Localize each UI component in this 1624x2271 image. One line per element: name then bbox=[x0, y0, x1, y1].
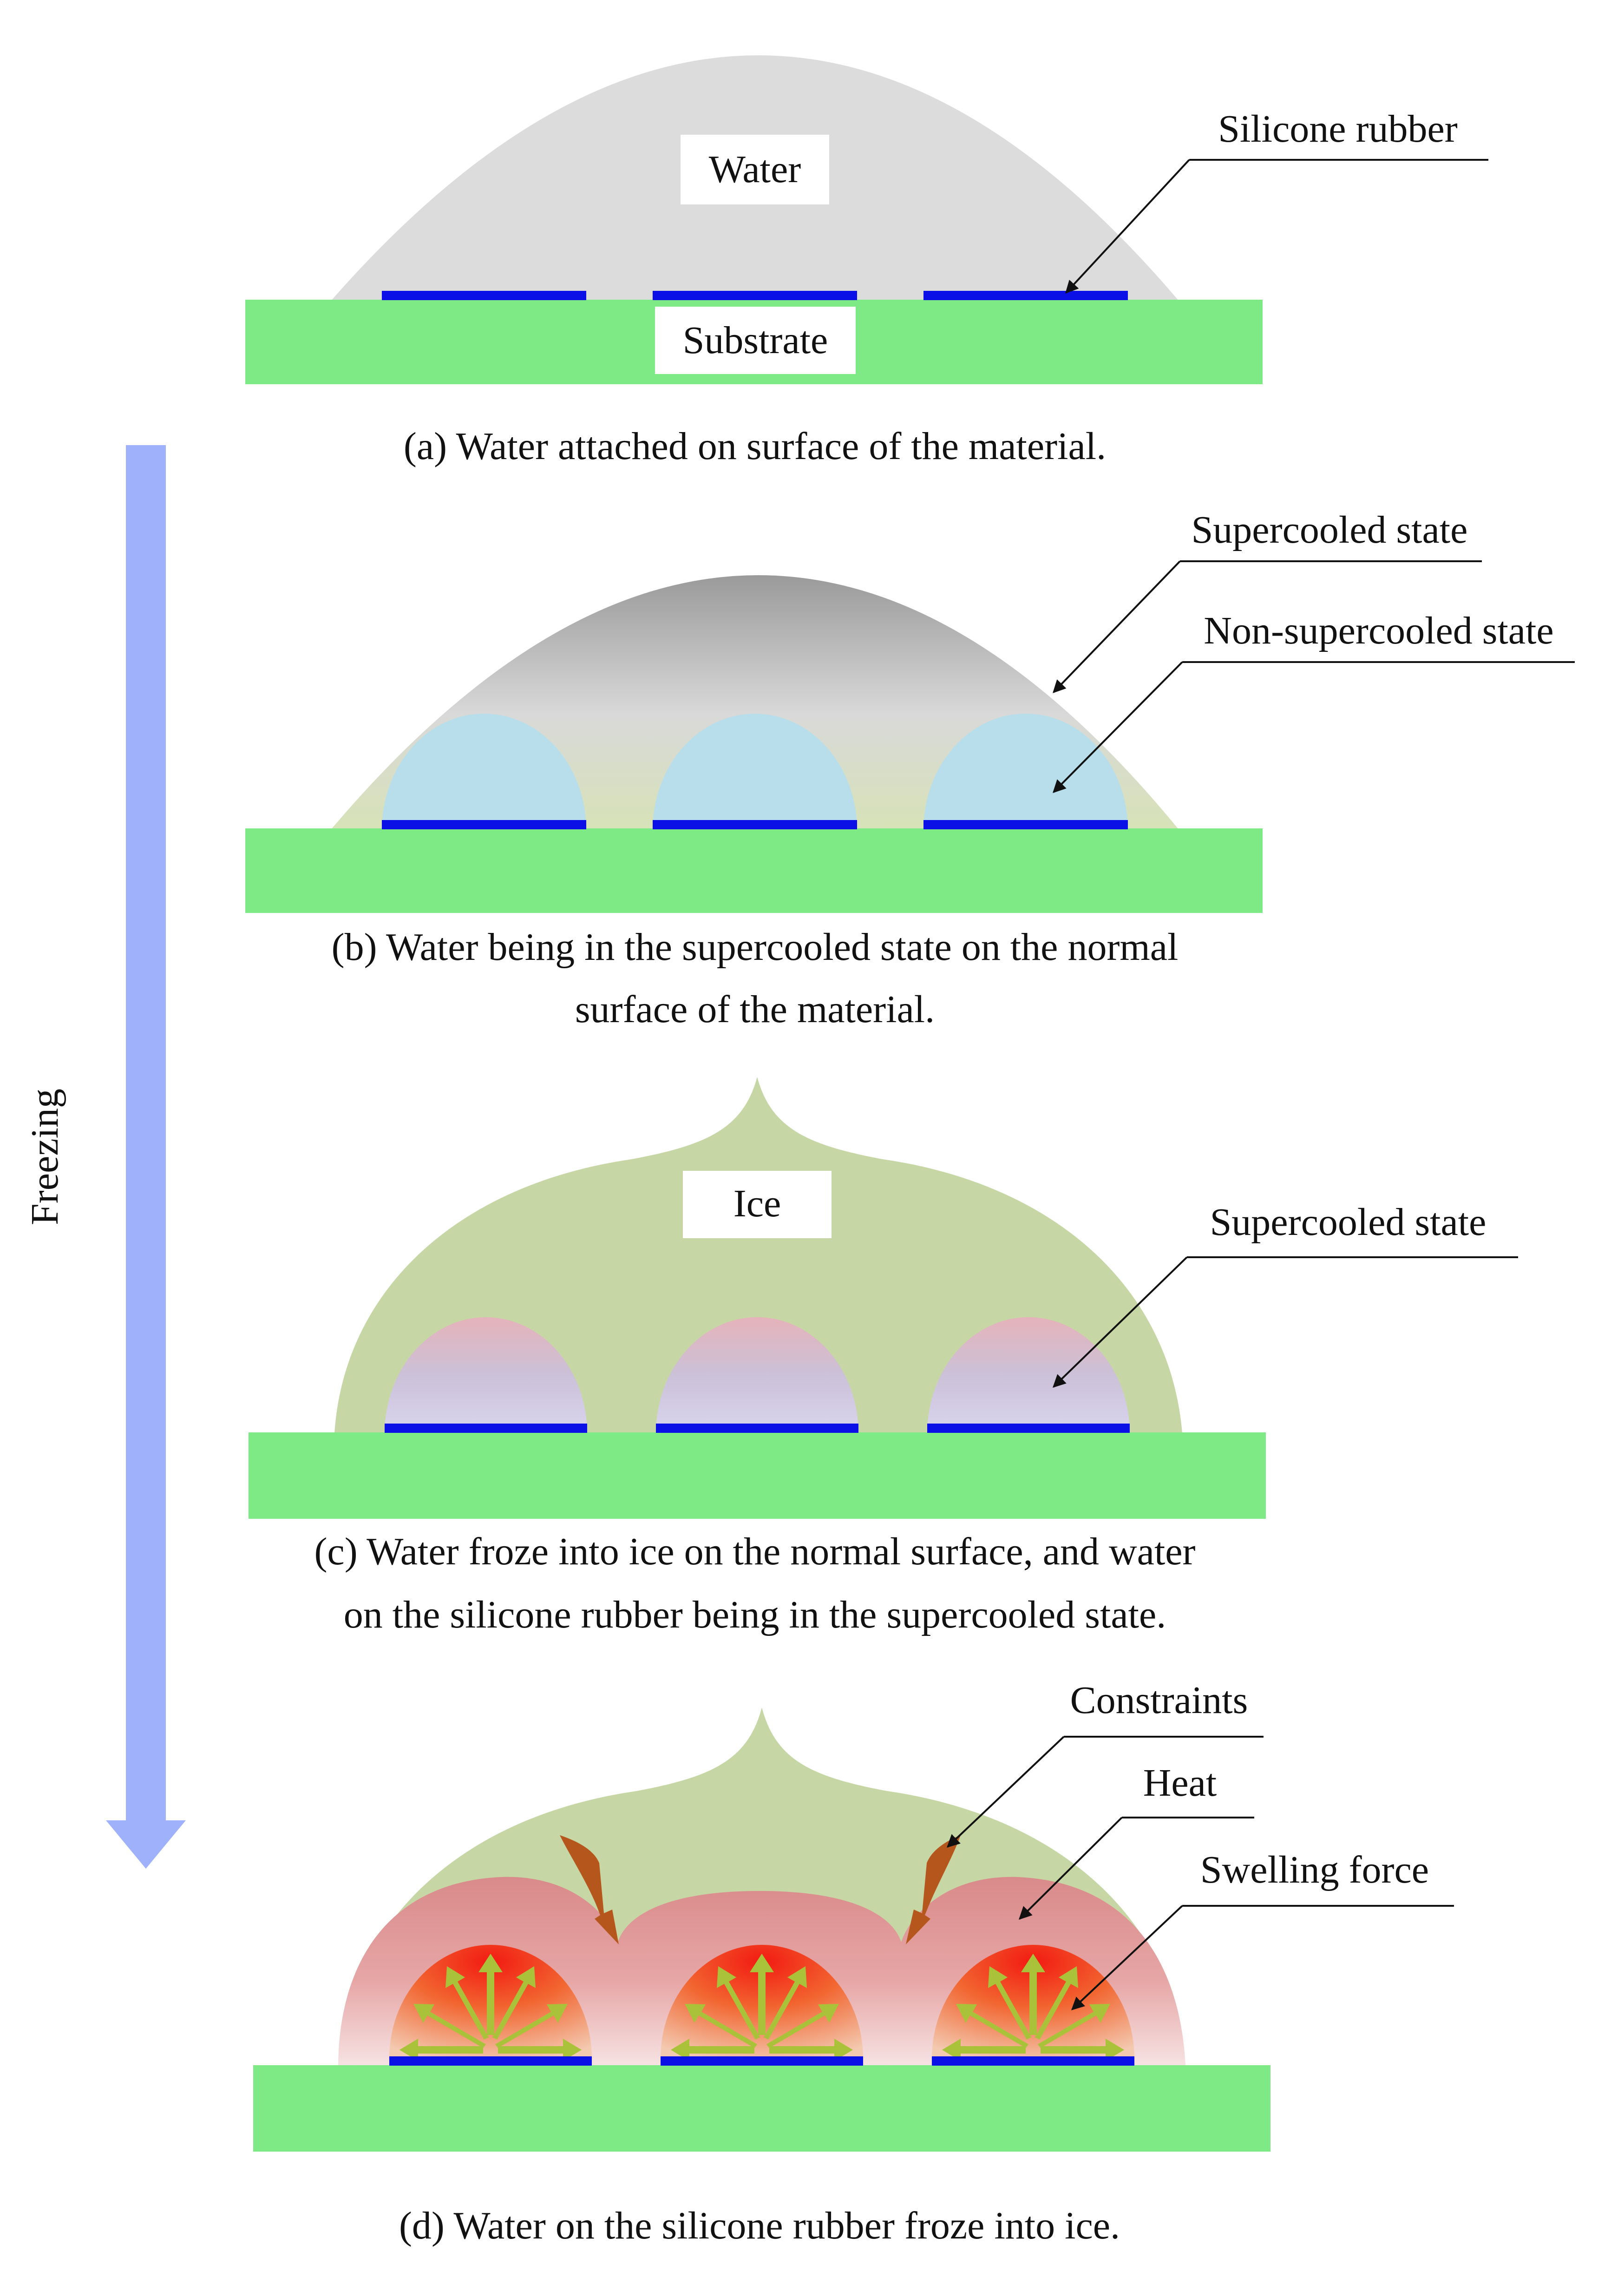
swelling-arrow bbox=[399, 2039, 483, 2061]
swelling-arrow bbox=[717, 1966, 760, 2040]
freezing-label: Freezing bbox=[23, 1089, 66, 1225]
swelling-arrow bbox=[1041, 2039, 1124, 2061]
silicone-rubber-label: Silicone rubber bbox=[1218, 107, 1458, 151]
ice-label-box bbox=[683, 1171, 832, 1238]
silicone-rubber-pointer bbox=[1065, 159, 1190, 294]
supercooled-dome bbox=[385, 1317, 587, 1433]
substrate bbox=[245, 828, 1263, 913]
silicone-rubber-strip bbox=[927, 1424, 1130, 1433]
swelling-arrow bbox=[492, 1966, 536, 2040]
supercooled-pointer bbox=[1052, 1256, 1188, 1388]
swelling-arrow bbox=[671, 2039, 754, 2061]
swelling-arrow bbox=[1035, 1966, 1078, 2040]
silicone-rubber-strip bbox=[653, 820, 857, 829]
silicone-rubber-strip bbox=[653, 291, 857, 300]
swelling-arrow bbox=[478, 1954, 503, 2035]
swelling-arrow bbox=[1021, 1954, 1045, 2035]
swelling-arrow bbox=[445, 1966, 489, 2040]
swelling-arrow bbox=[685, 2004, 757, 2048]
swelling-force-pointer bbox=[1071, 1905, 1183, 2010]
panel-b: Supercooled state Non-supercooled state … bbox=[245, 508, 1575, 1031]
swelling-arrow bbox=[766, 2004, 839, 2048]
water-label: Water bbox=[709, 148, 801, 191]
supercooled-label: Supercooled state bbox=[1210, 1201, 1486, 1244]
silicone-rubber-strip bbox=[923, 820, 1128, 829]
supercooled-dome bbox=[927, 1317, 1130, 1433]
caption-b-line2: surface of the material. bbox=[575, 988, 935, 1031]
silicone-rubber-strip bbox=[382, 291, 586, 300]
constraint-arrow bbox=[560, 1835, 619, 1944]
swelling-arrow bbox=[413, 2004, 486, 2048]
caption-a: (a) Water attached on surface of the mat… bbox=[404, 425, 1106, 468]
swelling-arrow bbox=[1038, 2004, 1110, 2048]
silicone-rubber-strip bbox=[656, 1424, 858, 1433]
ice-label: Ice bbox=[733, 1182, 781, 1225]
swelling-arrow bbox=[988, 1966, 1031, 2040]
substrate-label-box bbox=[655, 307, 856, 374]
substrate bbox=[249, 1432, 1266, 1519]
caption-c-line2: on the silicone rubber being in the supe… bbox=[344, 1593, 1166, 1636]
substrate bbox=[253, 2065, 1270, 2152]
constraint-arrow bbox=[906, 1835, 961, 1944]
heat-label: Heat bbox=[1143, 1761, 1217, 1805]
swelling-arrow bbox=[750, 1954, 774, 2035]
swelling-arrows bbox=[942, 1954, 1124, 2061]
supercooled-dome bbox=[656, 1317, 858, 1433]
silicone-rubber-strip bbox=[923, 291, 1128, 300]
caption-b-line1: (b) Water being in the supercooled state… bbox=[332, 925, 1179, 969]
silicone-rubber-strip bbox=[389, 2056, 592, 2066]
non-supercooled-dome bbox=[653, 714, 857, 830]
silicone-rubber-strip bbox=[382, 820, 586, 829]
supercooled-label: Supercooled state bbox=[1192, 508, 1468, 551]
swelling-arrows bbox=[399, 1954, 582, 2061]
swelling-arrow bbox=[495, 2004, 568, 2048]
non-supercooled-label: Non-supercooled state bbox=[1204, 609, 1553, 652]
silicone-rubber-strip bbox=[661, 2056, 863, 2066]
swelling-arrows bbox=[671, 1954, 853, 2061]
swelling-arrow bbox=[764, 1966, 807, 2040]
caption-c-line1: (c) Water froze into ice on the normal s… bbox=[314, 1530, 1195, 1573]
freezing-arrow-head bbox=[106, 1820, 186, 1869]
supercooled-pointer bbox=[1053, 560, 1181, 694]
swelling-arrow bbox=[498, 2039, 582, 2061]
panel-a: Water Substrate Silicone rubber (a) Wate… bbox=[245, 55, 1488, 468]
panel-c: Ice Supercooled state (c) Water froze in… bbox=[249, 1077, 1518, 1636]
silicone-rubber-strip bbox=[932, 2056, 1134, 2066]
panel-d: Constraints Heat Swelling force (d) Wate… bbox=[253, 1679, 1454, 2247]
swelling-arrow bbox=[769, 2039, 853, 2061]
freezing-arrow-shaft bbox=[126, 445, 166, 1820]
freezing-arrow bbox=[106, 445, 186, 1869]
water-label-box bbox=[681, 135, 829, 204]
caption-d: (d) Water on the silicone rubber froze i… bbox=[399, 2204, 1120, 2247]
silicone-rubber-strip bbox=[385, 1424, 587, 1433]
swelling-arrow bbox=[942, 2039, 1026, 2061]
constraints-pointer bbox=[946, 1736, 1065, 1848]
non-supercooled-pointer bbox=[1053, 661, 1183, 793]
swelling-force-label: Swelling force bbox=[1200, 1848, 1429, 1891]
constraints-label: Constraints bbox=[1070, 1679, 1248, 1722]
swelling-arrow bbox=[956, 2004, 1028, 2048]
substrate-label: Substrate bbox=[683, 319, 828, 362]
heat-pointer bbox=[1019, 1817, 1123, 1920]
non-supercooled-dome bbox=[923, 714, 1128, 830]
non-supercooled-dome bbox=[382, 714, 586, 830]
